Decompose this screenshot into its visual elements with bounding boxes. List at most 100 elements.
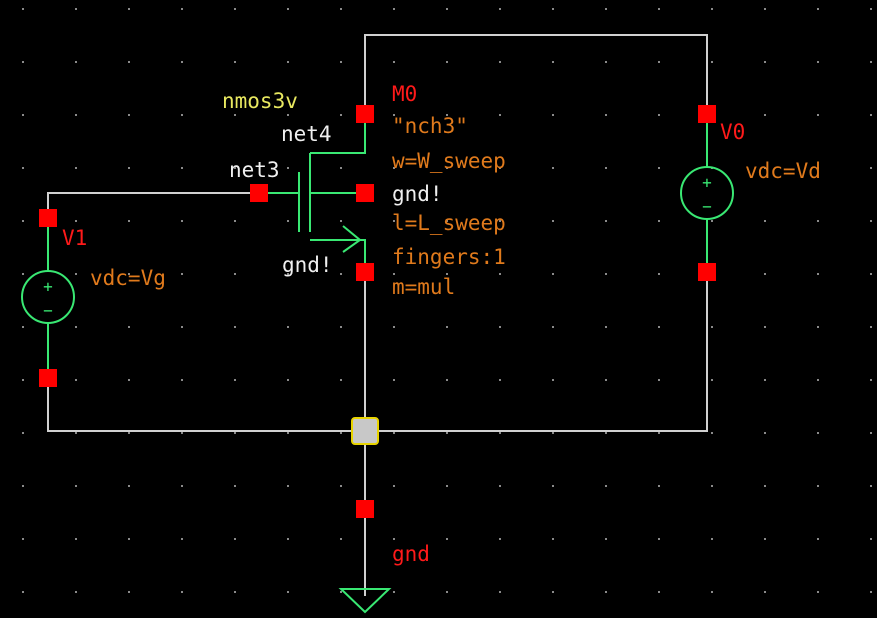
pin-m0-drain[interactable] [356, 105, 374, 123]
pin-m0-bulk[interactable] [356, 184, 374, 202]
pin-v0-plus[interactable] [698, 105, 716, 123]
grid-dot [764, 8, 766, 10]
transistor-source-lead [310, 239, 366, 272]
grid-dot [234, 61, 236, 63]
v1-instance-name: V1 [62, 226, 87, 250]
grid-dot [181, 220, 183, 222]
grid-dot [128, 167, 130, 169]
transistor-length: l=L_sweep [392, 211, 506, 235]
grid-dot [658, 167, 660, 169]
grid-dot [817, 432, 819, 434]
grid-dot [605, 167, 607, 169]
pin-gnd[interactable] [356, 500, 374, 518]
grid-dot [128, 114, 130, 116]
grid-dot [552, 538, 554, 540]
grid-dot [817, 379, 819, 381]
grid-dot [658, 61, 660, 63]
ground-symbol-icon[interactable] [338, 588, 392, 614]
grid-dot [234, 326, 236, 328]
grid-dot [181, 273, 183, 275]
grid-dot [817, 591, 819, 593]
grid-dot [128, 379, 130, 381]
grid-dot [287, 538, 289, 540]
transistor-model: "nch3" [392, 114, 468, 138]
grid-dot [764, 485, 766, 487]
voltage-source-v1[interactable]: + − [21, 218, 75, 378]
pins [39, 105, 716, 518]
grid-dot [340, 220, 342, 222]
grid-dot [287, 273, 289, 275]
wire-drain-to-v0[interactable] [364, 34, 708, 114]
grid-dot [393, 432, 395, 434]
grid-dot [234, 538, 236, 540]
grid-dot [446, 167, 448, 169]
grid-dot [393, 8, 395, 10]
grid-dot [340, 432, 342, 434]
wire-junction[interactable] [351, 417, 379, 445]
grid-dot [764, 61, 766, 63]
grid-dot [711, 61, 713, 63]
grid-dot [22, 61, 24, 63]
grid-dot [658, 485, 660, 487]
grid-dot [817, 114, 819, 116]
grid-dot [817, 167, 819, 169]
grid-dot [181, 8, 183, 10]
grid-dot [764, 591, 766, 593]
grid-dot [340, 8, 342, 10]
grid-dot [605, 61, 607, 63]
grid-dot [234, 379, 236, 381]
grid-dot [552, 432, 554, 434]
grid-dot [181, 485, 183, 487]
ground-label: gnd [392, 542, 430, 566]
grid-dot [75, 167, 77, 169]
grid-dot [658, 379, 660, 381]
grid-dot [870, 485, 872, 487]
grid-dot [605, 538, 607, 540]
grid-dot [287, 432, 289, 434]
grid-dot [446, 61, 448, 63]
grid-dot [75, 273, 77, 275]
wire-v0-to-junction[interactable] [365, 272, 708, 432]
grid-dot [870, 273, 872, 275]
pin-v1-minus[interactable] [39, 369, 57, 387]
grid-dot [22, 273, 24, 275]
v1-minus-sign: − [43, 301, 53, 320]
wire-junction-to-v1[interactable] [47, 378, 365, 432]
grid-dot [499, 114, 501, 116]
grid-dot [22, 326, 24, 328]
grid-dot [181, 538, 183, 540]
grid-dot [764, 326, 766, 328]
grid-dot [658, 432, 660, 434]
grid-dot [764, 432, 766, 434]
grid-dot [22, 485, 24, 487]
grid-dot [499, 538, 501, 540]
pin-v0-minus[interactable] [698, 263, 716, 281]
grid-dot [446, 220, 448, 222]
grid-dot [287, 167, 289, 169]
grid-dot [340, 114, 342, 116]
transistor-source-arrow-icon [342, 225, 362, 253]
grid-dot [340, 326, 342, 328]
labels: nmos3v M0 "nch3" w=W_sweep gnd! l=L_swee… [62, 82, 821, 566]
drain-net-label: net4 [281, 122, 332, 146]
grid-dot [181, 326, 183, 328]
grid-dot [22, 591, 24, 593]
grid-dot [817, 61, 819, 63]
grid-dot [711, 326, 713, 328]
grid-dot [817, 326, 819, 328]
pin-v1-plus[interactable] [39, 209, 57, 227]
grid-dot [287, 220, 289, 222]
grid-dot [75, 220, 77, 222]
grid-dot [764, 167, 766, 169]
grid-dots [22, 8, 872, 593]
grid-dot [605, 485, 607, 487]
pin-m0-gate[interactable] [250, 184, 268, 202]
grid-dot [128, 220, 130, 222]
pin-m0-source[interactable] [356, 263, 374, 281]
grid-dot [181, 591, 183, 593]
transistor-fingers: fingers:1 [392, 245, 506, 269]
grid-dot [658, 220, 660, 222]
grid-dot [605, 220, 607, 222]
transistor-width: w=W_sweep [392, 149, 506, 173]
